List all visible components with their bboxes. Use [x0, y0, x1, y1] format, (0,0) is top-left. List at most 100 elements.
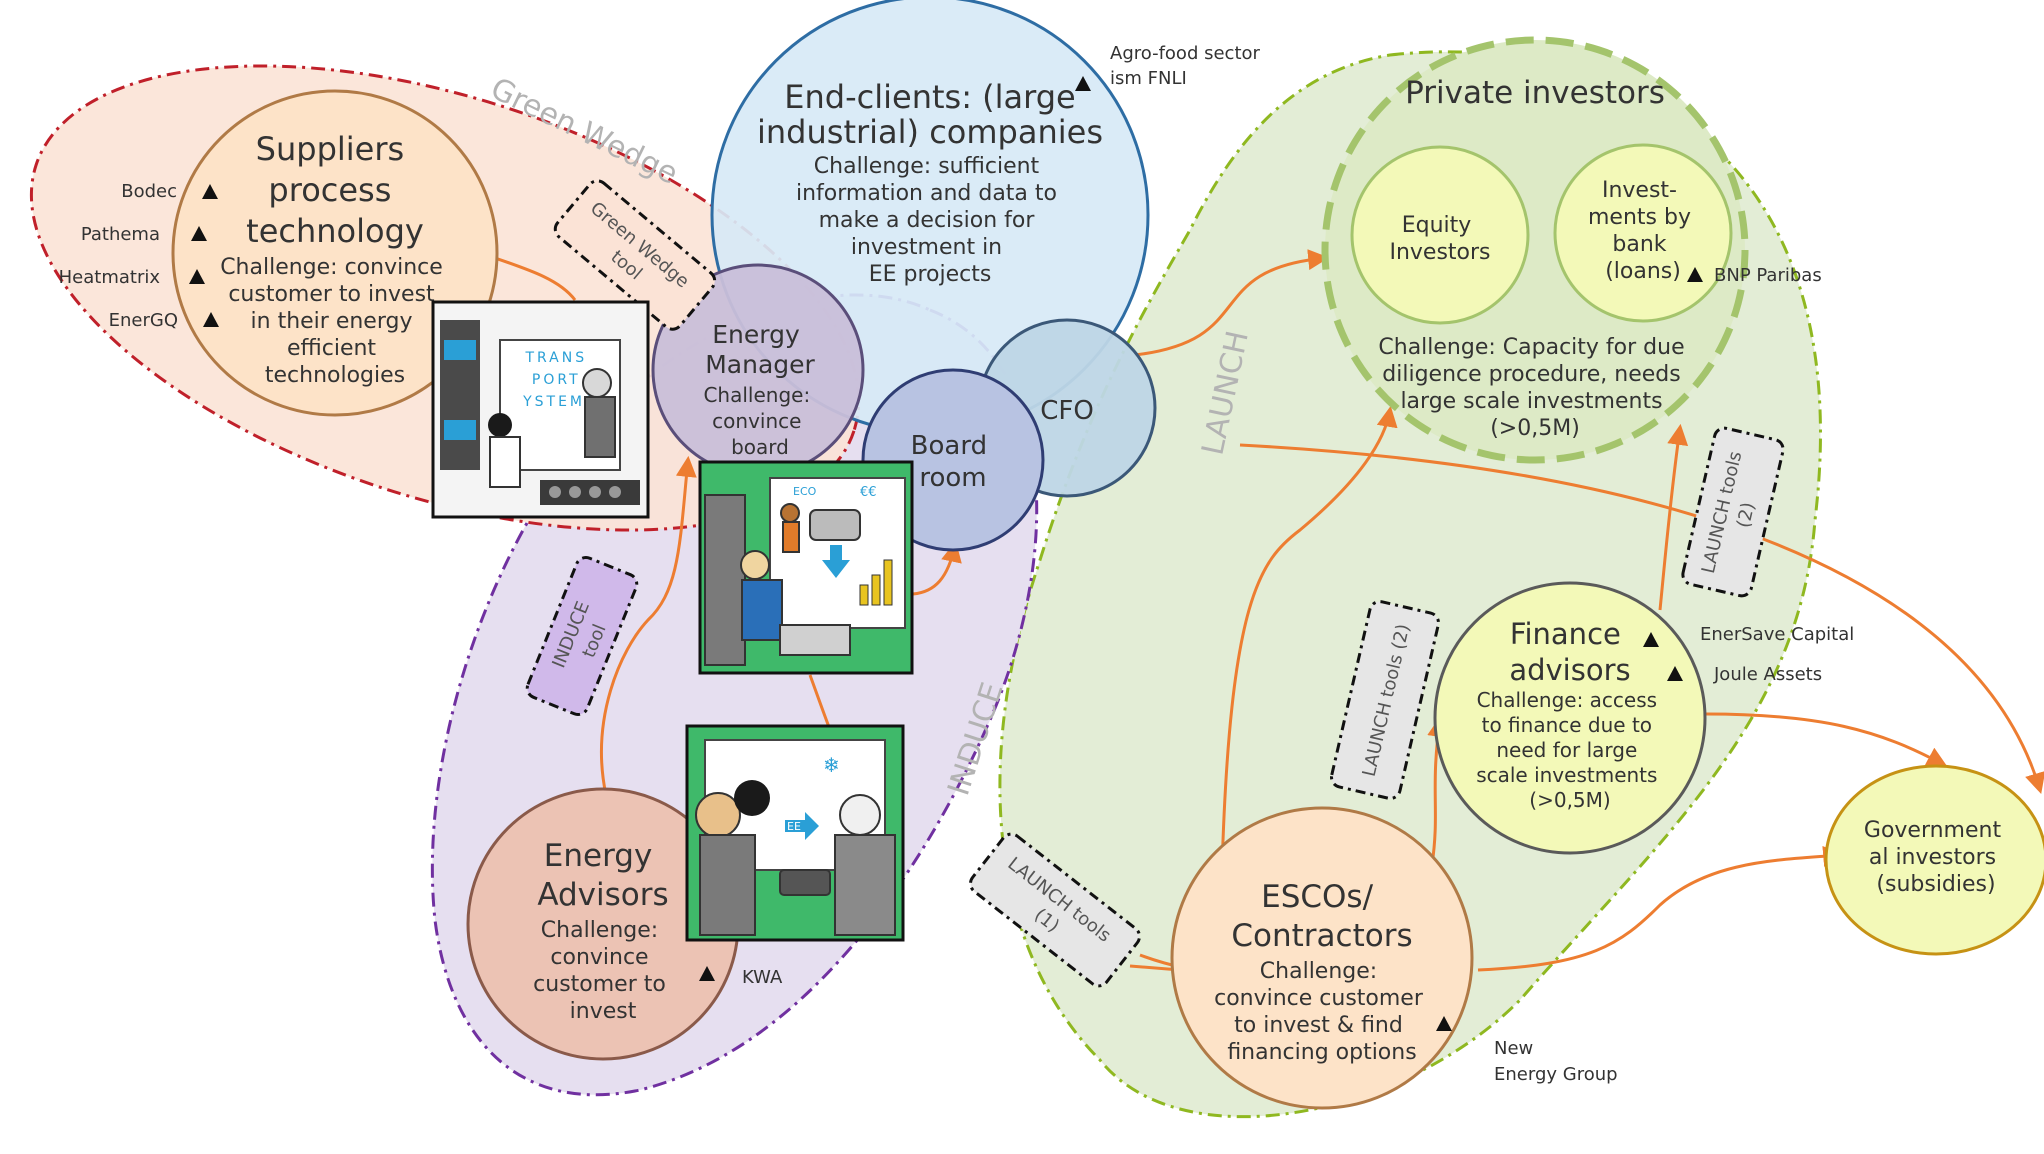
illustration-energy-advisors-meeting: ❄ EE [685, 724, 905, 942]
arrow-escos-to-private-investors [1220, 405, 1398, 871]
company-agro-food-1: Agro-food sector [1110, 43, 1261, 64]
arrow-image-to-board-room [912, 540, 962, 596]
line-suppliers-to-tool [494, 256, 577, 301]
svg-text:Challenge: access to fin: Challenge: access to finance due to need… [1476, 688, 1664, 812]
bank-title-1: Invest- [1602, 178, 1677, 203]
induce-tool-box[interactable]: INDUCE tool [524, 554, 640, 717]
launch-tools-2b-box[interactable]: LAUNCH tools (2) [1681, 426, 1785, 598]
bank-investments-node[interactable]: Invest- ments by bank (loans) [1553, 143, 1733, 323]
board-room-title-1: Board [911, 431, 987, 461]
finance-advisors-challenge-1: Challenge: access [1477, 688, 1657, 712]
end-clients-challenge-5: EE projects [869, 262, 992, 287]
company-enersave-capital: EnerSave Capital [1700, 624, 1854, 645]
end-clients-challenge-1: Challenge: sufficient [814, 154, 1040, 179]
suppliers-title-2: process [268, 171, 391, 209]
board-room-title-2: room [919, 463, 986, 493]
svg-text:Energy Advisors: Energy Advisors [537, 838, 668, 913]
energy-advisors-challenge-3: customer to [533, 972, 666, 997]
svg-text:Suppliers process: Suppliers process technology [246, 130, 424, 250]
finance-advisors-challenge-5: (>0,5M) [1529, 788, 1610, 812]
escos-title-2: Contractors [1231, 918, 1412, 954]
heatmatrix-marker-icon [189, 269, 205, 284]
arrow-finance-to-bank [1658, 423, 1689, 611]
energy-advisors-node[interactable]: Energy Advisors Challenge: convince cust… [466, 787, 740, 1061]
government-title-3: (subsidies) [1876, 872, 1995, 897]
finance-advisors-node[interactable]: Finance advisors Challenge: access to fi… [1433, 581, 1707, 855]
svg-text:Challenge: Capacity for due: Challenge: Capacity for due diligence pr… [1378, 335, 1691, 441]
end-clients-challenge-3: make a decision for [819, 208, 1036, 233]
arrow-advisors-to-energy-manager [600, 455, 697, 796]
equity-investors-node[interactable]: Equity Investors [1350, 145, 1530, 325]
end-clients-title-2: industrial) companies [757, 113, 1103, 151]
finance-advisors-challenge-4: scale investments [1476, 763, 1657, 787]
energy-manager-node[interactable]: Energy Manager Challenge: convince board [651, 263, 865, 477]
private-investors-challenge-4: (>0,5M) [1490, 416, 1580, 441]
private-investors-challenge-2: diligence procedure, needs [1382, 362, 1680, 387]
svg-text:Challenge: convince: Challenge: convince board [703, 383, 816, 459]
private-investors-challenge-1: Challenge: Capacity for due [1378, 335, 1684, 360]
svg-text:Challenge: convince cust: Challenge: convince customer to invest i… [220, 255, 450, 388]
company-energq: EnerGQ [109, 310, 178, 331]
end-clients-challenge-4: investment in [851, 235, 1002, 260]
finance-advisors-title-1: Finance [1510, 617, 1621, 651]
energq-marker-icon [203, 312, 219, 327]
svg-text:Energy Manager: Energy Manager [705, 320, 815, 379]
svg-text:Equity Investors: Equity Investors [1389, 213, 1490, 265]
svg-text:Challenge: convince: Challenge: convince customer to invest [533, 918, 673, 1024]
bank-title-4: (loans) [1605, 259, 1681, 284]
company-bnp-paribas: BNP Paribas [1714, 265, 1822, 286]
end-clients-company-labels: Agro-food sector ism FNLI [1075, 43, 1261, 91]
bank-title-2: ments by [1588, 205, 1691, 230]
company-joule-assets: Joule Assets [1713, 664, 1822, 685]
government-title-1: Government [1864, 818, 2002, 843]
new-energy-marker-icon [1436, 1016, 1452, 1031]
joule-marker-icon [1667, 666, 1683, 681]
euro-label: €€ [860, 485, 877, 500]
suppliers-challenge-1: Challenge: convince [220, 255, 443, 280]
bodec-marker-icon [202, 184, 218, 199]
suppliers-node[interactable]: Suppliers process technology Challenge: … [171, 89, 499, 417]
equity-investors-title-1: Equity [1402, 213, 1472, 238]
energy-advisors-title-2: Advisors [537, 877, 668, 913]
energy-manager-title-1: Energy [712, 320, 800, 349]
energy-advisors-title-1: Energy [544, 838, 653, 874]
arrow-finance-to-government [1705, 712, 1948, 768]
company-heatmatrix: Heatmatrix [59, 267, 161, 288]
svg-text:ESCOs/ Contractors: ESCOs/ Contractors [1231, 879, 1412, 954]
company-pathema: Pathema [81, 224, 160, 245]
suppliers-title-3: technology [246, 212, 424, 250]
government-investors-node[interactable]: Government al investors (subsidies) [1824, 764, 2044, 956]
escos-company-label: New Energy Group [1436, 1016, 1618, 1085]
private-investors-challenge-3: large scale investments [1400, 389, 1662, 414]
finance-advisors-challenge-3: need for large [1496, 738, 1637, 762]
svg-text:Challenge: sufficient in: Challenge: sufficient information and da… [796, 154, 1064, 287]
energy-advisors-challenge-2: convince [550, 945, 648, 970]
suppliers-challenge-3: in their energy [251, 309, 413, 334]
svg-text:Invest- ments by b: Invest- ments by bank (loans) [1588, 178, 1698, 284]
illustration-transport-systems: TRANS PORT YSTEMS [431, 300, 650, 519]
launch-tools-2-box[interactable]: LAUNCH tools (2) [1330, 600, 1441, 801]
arrow-cfo-to-private-investors [1134, 249, 1330, 357]
poster-text-3: YSTEMS [522, 394, 597, 410]
energy-advisors-challenge-1: Challenge: [541, 918, 658, 943]
escos-title-1: ESCOs/ [1261, 879, 1373, 915]
suppliers-challenge-4: efficient [287, 336, 376, 361]
svg-text:Challenge: convince cust: Challenge: convince customer to invest &… [1214, 959, 1430, 1065]
svg-text:TRANS PORT YSTEMS: TRANS PORT YSTEMS [522, 350, 597, 410]
energy-manager-title-2: Manager [705, 350, 815, 379]
energy-manager-challenge-1: Challenge: [703, 383, 810, 407]
poster-text-1: TRANS [524, 350, 587, 366]
kwa-marker-icon [699, 966, 715, 981]
escos-challenge-3: to invest & find [1234, 1013, 1403, 1038]
company-new-energy-1: New [1494, 1038, 1533, 1059]
agro-food-marker-icon [1075, 76, 1091, 91]
suppliers-title-1: Suppliers [256, 130, 405, 168]
finance-advisors-title-2: advisors [1509, 653, 1630, 687]
escos-node[interactable]: ESCOs/ Contractors Challenge: convince c… [1170, 806, 1474, 1110]
suppliers-challenge-5: technologies [265, 363, 405, 388]
end-clients-title-1: End-clients: (large [784, 78, 1075, 116]
pathema-marker-icon [191, 226, 207, 241]
supplier-company-labels: Bodec Pathema Heatmatrix EnerGQ [59, 181, 219, 331]
